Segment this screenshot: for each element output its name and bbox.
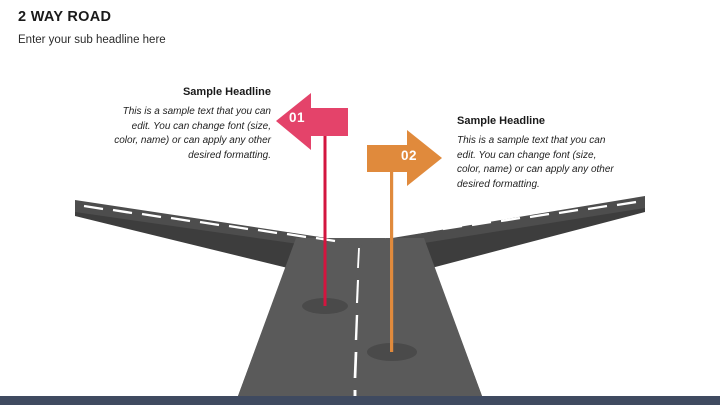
body-text-02: This is a sample text that you can edit.… <box>457 135 614 190</box>
headline-02: Sample Headline <box>457 115 546 127</box>
headline-01: Sample Headline <box>182 86 271 98</box>
lane-dashes-trunk <box>353 247 360 397</box>
page-subtitle: Enter your sub headline here <box>18 34 166 46</box>
page-title: 2 WAY ROAD <box>18 9 112 25</box>
bottom-accent-bar <box>0 396 720 405</box>
content-block-02: Sample Headline This is a sample text th… <box>457 114 622 192</box>
sign-pole-02 <box>390 157 394 352</box>
arrow-sign-02-shape[interactable] <box>367 130 442 186</box>
road-left-arm-surface <box>75 200 340 250</box>
content-block-01: Sample Headline This is a sample text th… <box>106 85 271 163</box>
sign-pole-01 <box>323 120 327 306</box>
road-trunk-surface <box>238 238 482 396</box>
sign-number-02: 02 <box>401 148 418 163</box>
arrow-sign-01[interactable]: 01 <box>274 91 350 151</box>
arrow-sign-01-shape[interactable] <box>276 93 348 150</box>
road-right-arm-edge <box>380 202 645 271</box>
road-left-arm-edge <box>75 206 340 271</box>
sign-number-01: 01 <box>289 110 306 125</box>
lane-dashes-right-arm <box>384 200 637 239</box>
body-text-01: This is a sample text that you can edit.… <box>114 106 271 161</box>
road-right-arm-surface <box>380 196 645 250</box>
arrow-sign-02[interactable]: 02 <box>365 128 443 188</box>
